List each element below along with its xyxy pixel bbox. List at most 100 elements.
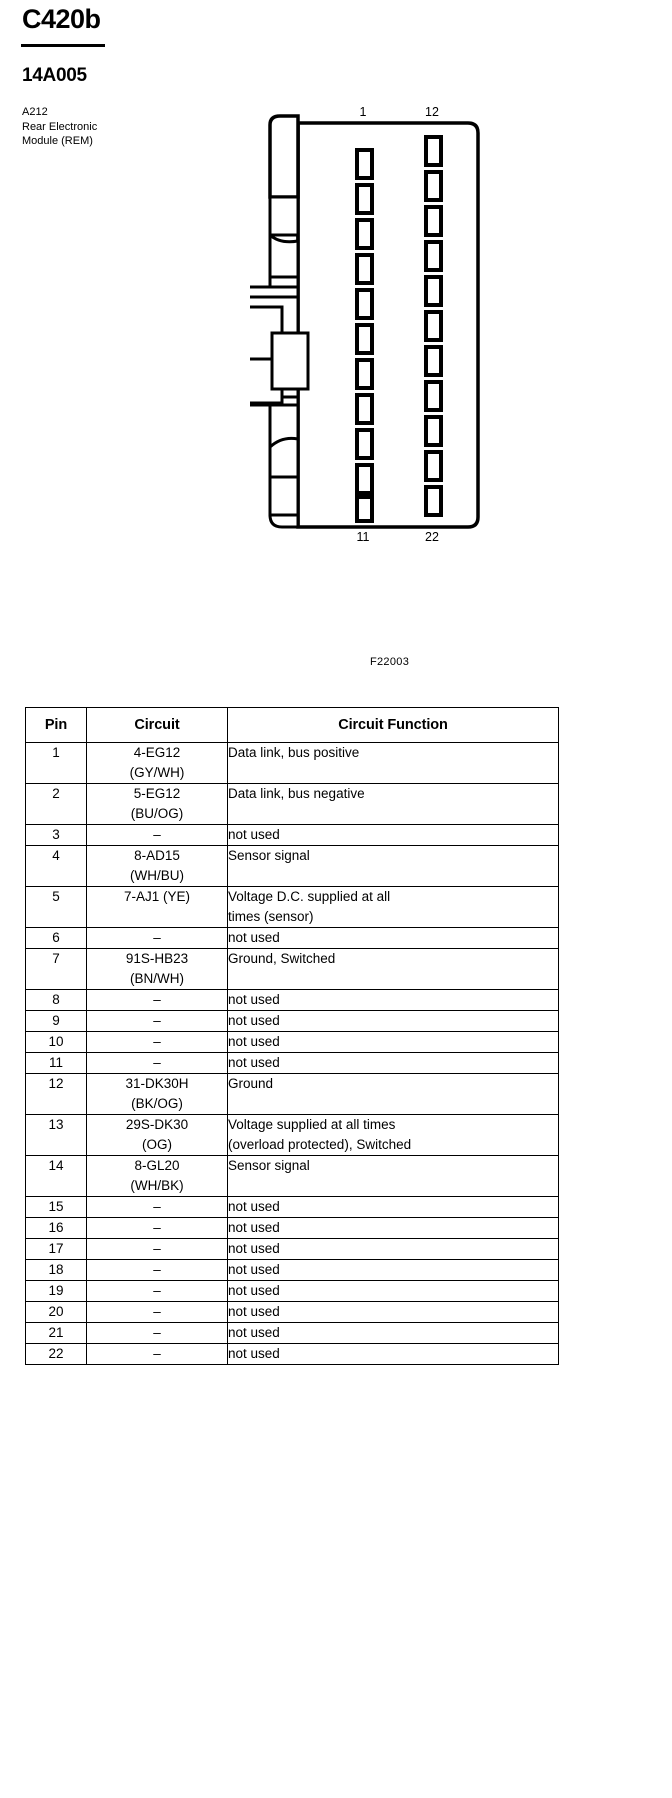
circuit-code: –	[153, 1325, 161, 1340]
latch-tab-upper-lower	[268, 231, 300, 279]
cell-circuit: –	[86, 1343, 228, 1365]
function-text-line2: times (sensor)	[228, 909, 314, 924]
diagram-pin-label-top-left: 1	[359, 105, 367, 119]
cell-circuit: 4-EG12 (GY/WH)	[86, 742, 228, 784]
cavity-18	[424, 345, 443, 377]
cavity-6	[355, 323, 374, 355]
cell-circuit: 29S-DK30(OG)	[86, 1114, 228, 1156]
table-header-row: Pin Circuit Circuit Function	[25, 707, 559, 743]
cell-pin-number: 16	[25, 1217, 87, 1239]
function-text-line1: Voltage D.C. supplied at all	[228, 889, 391, 904]
function-text-line1: not used	[228, 1034, 280, 1049]
function-text-line1: not used	[228, 1262, 280, 1277]
cavity-1	[355, 148, 374, 180]
cell-circuit-function: not used	[227, 927, 559, 949]
cell-pin-number: 13	[25, 1114, 87, 1156]
latch-tab-lower-body	[268, 475, 300, 517]
circuit-code: 91S-HB23	[125, 951, 189, 966]
cavity-16	[424, 275, 443, 307]
table-row: 18 – not used	[25, 1259, 559, 1281]
cell-circuit: –	[86, 1280, 228, 1302]
cell-pin-number: 4	[25, 845, 87, 887]
table-row: 20–not used	[25, 1301, 559, 1323]
cell-circuit-function: not used	[227, 989, 559, 1011]
cell-pin-number: 10	[25, 1031, 87, 1053]
cavity-13	[424, 170, 443, 202]
component-code: A212	[22, 106, 48, 118]
component-name-line1: Rear Electronic	[22, 120, 98, 133]
circuit-wire-color: (GY/WH)	[129, 765, 185, 780]
cell-circuit: 8-GL20(WH/BK)	[86, 1155, 228, 1197]
function-text-line2: (overload protected), Switched	[228, 1137, 412, 1152]
cavity-7	[355, 358, 374, 390]
circuit-wire-color: (BN/WH)	[130, 971, 184, 986]
circuit-code: –	[153, 1304, 161, 1319]
circuit-code: –	[153, 1055, 161, 1070]
circuit-wire-color: (WH/BU)	[130, 868, 184, 883]
circuit-code: –	[153, 1283, 161, 1298]
table-row: 8–not used	[25, 989, 559, 1011]
table-row: 6–not used	[25, 927, 559, 949]
cavity-3	[355, 218, 374, 250]
cell-circuit-function: Voltage supplied at all times (overload p…	[227, 1114, 559, 1156]
cell-circuit-function: Data link, bus negative	[227, 783, 559, 825]
connector-shell	[296, 121, 480, 529]
connector-body-svg	[250, 114, 480, 529]
cell-pin-number: 3	[25, 824, 87, 846]
cavity-19	[424, 380, 443, 412]
circuit-code: –	[153, 827, 161, 842]
cell-circuit: –	[86, 989, 228, 1011]
cavity-15	[424, 240, 443, 272]
component-description: A212 Rear Electronic Module (REM)	[22, 105, 97, 149]
part-number: 14A005	[22, 65, 87, 86]
circuit-code: 4-EG12	[133, 745, 181, 760]
function-text-line1: not used	[228, 1055, 280, 1070]
cell-circuit: –	[86, 1196, 228, 1218]
cell-pin-number: 21	[25, 1322, 87, 1344]
circuit-code: 7-AJ1 (YE)	[123, 889, 191, 904]
cell-circuit-function: Sensor signal	[227, 845, 559, 887]
cell-pin-number: 18	[25, 1259, 87, 1281]
table-row: 10–not used	[25, 1031, 559, 1053]
cell-circuit-function: Sensor signal	[227, 1155, 559, 1197]
cell-circuit-function: not used	[227, 1280, 559, 1302]
table-row: 22–not used	[25, 1343, 559, 1365]
circuit-code: –	[153, 1346, 161, 1361]
cell-circuit-function: not used	[227, 824, 559, 846]
lever-rect-right	[270, 331, 310, 391]
function-text-line1: not used	[228, 930, 280, 945]
cavity-22	[424, 485, 443, 517]
function-text-line1: not used	[228, 1241, 280, 1256]
cell-circuit: 5-EG12(BU/OG)	[86, 783, 228, 825]
title-underline	[21, 44, 105, 47]
function-text-line1: not used	[228, 1346, 280, 1361]
column-header-circuit: Circuit	[86, 707, 228, 743]
cell-pin-number: 20	[25, 1301, 87, 1323]
cavity-4	[355, 253, 374, 285]
circuit-wire-color: (OG)	[142, 1137, 172, 1152]
circuit-code: –	[153, 1262, 161, 1277]
circuit-code: –	[153, 1013, 161, 1028]
cell-pin-number: 8	[25, 989, 87, 1011]
cell-pin-number: 1	[25, 742, 87, 784]
table-row: 3 – not used	[25, 824, 559, 846]
cavity-10	[355, 463, 374, 495]
cell-circuit-function: not used	[227, 1010, 559, 1032]
cell-circuit-function: Voltage D.C. supplied at all times (senso…	[227, 886, 559, 928]
cell-circuit-function: not used	[227, 1196, 559, 1218]
cavity-12	[424, 135, 443, 167]
function-text-line1: not used	[228, 827, 280, 842]
circuit-wire-color: (BK/OG)	[131, 1096, 183, 1111]
cell-circuit: –	[86, 1052, 228, 1074]
function-text-line1: not used	[228, 1220, 280, 1235]
function-text-line1: Voltage supplied at all times	[228, 1117, 396, 1132]
cavity-21	[424, 450, 443, 482]
column-header-pin: Pin	[25, 707, 87, 743]
cell-circuit: 7-AJ1 (YE)	[86, 886, 228, 928]
